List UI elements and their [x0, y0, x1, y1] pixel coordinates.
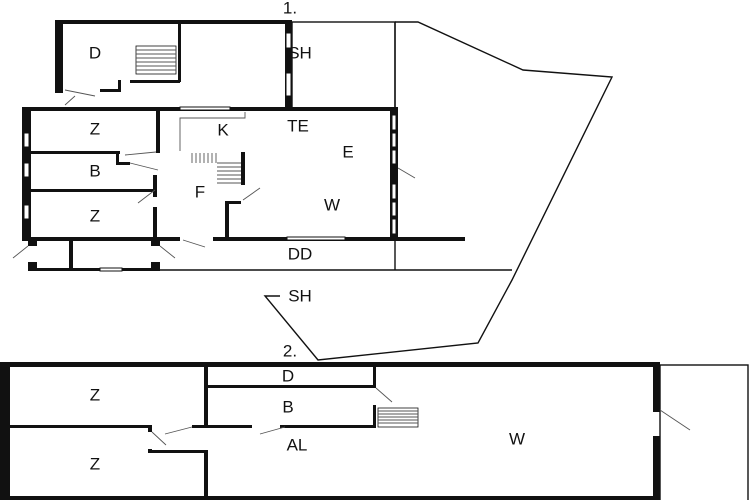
room-label-al: AL — [287, 435, 308, 454]
room-label-e: E — [342, 142, 353, 161]
kitchen-counter — [179, 112, 246, 151]
terrain-outline — [263, 21, 614, 361]
room-label-dd: DD — [288, 244, 313, 263]
window — [23, 162, 30, 178]
window — [391, 218, 397, 235]
wall — [69, 240, 73, 270]
wall — [373, 405, 376, 428]
door-swing — [242, 187, 261, 201]
wall — [148, 450, 208, 453]
wall — [285, 20, 292, 108]
floor-1-plan: 1. D SH Z K TE E B F Z W DD SH — [12, 0, 614, 361]
room-label-sh: SH — [288, 43, 312, 62]
balcony-outline — [659, 364, 749, 500]
room-label-z: Z — [90, 454, 100, 473]
door-swing — [397, 167, 416, 179]
wall — [116, 162, 130, 165]
window — [391, 201, 397, 217]
wall — [30, 189, 157, 192]
wall — [10, 425, 150, 428]
wall — [0, 362, 660, 367]
door-swing — [12, 245, 176, 259]
window — [285, 32, 292, 49]
wall — [206, 385, 376, 388]
window — [179, 106, 231, 111]
window — [286, 236, 346, 241]
window — [391, 114, 397, 131]
door-swing — [124, 151, 159, 204]
room-label-k: K — [217, 120, 229, 139]
wall — [0, 496, 660, 500]
wall — [55, 20, 292, 24]
wall — [390, 107, 398, 240]
wall — [22, 237, 180, 241]
window — [23, 204, 30, 220]
wall — [55, 20, 63, 93]
window — [391, 132, 397, 148]
stairs-icon — [377, 407, 419, 428]
room-label-w: W — [509, 429, 525, 448]
stairs-icon — [135, 45, 177, 75]
wall — [225, 201, 229, 239]
floor-2-plan: 2. Z D B AL W Z — [0, 341, 749, 500]
wall — [28, 262, 37, 271]
floor-1-label: 1. — [283, 0, 297, 17]
shed-outline — [291, 21, 396, 109]
wall — [100, 89, 120, 92]
wall — [151, 262, 160, 271]
room-label-d: D — [282, 366, 294, 385]
wall — [153, 175, 157, 197]
room-label-w: W — [324, 195, 340, 214]
wall — [178, 20, 181, 82]
door-swing — [64, 89, 96, 106]
floor-2-label: 2. — [283, 341, 297, 360]
room-label-z: Z — [90, 206, 100, 225]
wall — [192, 425, 252, 428]
window — [285, 72, 292, 97]
window — [99, 267, 123, 272]
room-label-b: B — [282, 397, 293, 416]
wall — [153, 207, 157, 240]
room-label-te: TE — [287, 116, 309, 135]
door-swing — [659, 409, 691, 431]
wall — [118, 80, 121, 92]
wall — [204, 362, 208, 427]
wall — [280, 425, 376, 428]
room-label-z: Z — [90, 385, 100, 404]
wall — [653, 436, 660, 500]
wall — [151, 240, 160, 246]
room-label-z: Z — [90, 119, 100, 138]
door-swing — [151, 387, 393, 446]
wall — [0, 362, 10, 500]
wall — [156, 107, 160, 153]
window — [23, 132, 30, 148]
wall — [653, 362, 660, 412]
door-swing — [182, 239, 206, 248]
wall — [148, 425, 152, 432]
room-label-sh-outdoor: SH — [288, 286, 312, 305]
room-label-d: D — [89, 43, 101, 62]
wall — [204, 451, 208, 500]
wall — [28, 240, 37, 246]
wall — [373, 362, 376, 388]
wall — [28, 268, 160, 271]
room-label-b: B — [89, 161, 100, 180]
window — [391, 183, 397, 200]
wall — [241, 152, 245, 185]
wall — [148, 449, 152, 453]
stairs-icon — [191, 153, 242, 184]
wall — [116, 151, 119, 165]
wall — [225, 201, 241, 204]
wall — [30, 151, 120, 154]
wall — [130, 80, 180, 83]
room-label-f: F — [195, 182, 205, 201]
window — [391, 149, 397, 165]
